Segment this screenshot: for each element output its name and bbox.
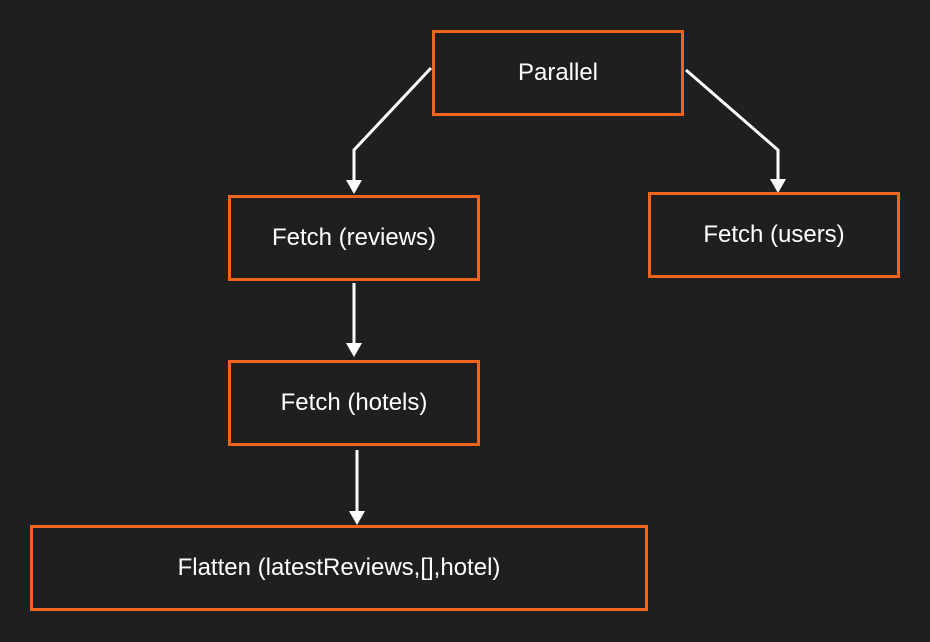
edge-parallel-to-fetch-users <box>685 68 780 180</box>
node-fetch-hotels: Fetch (hotels) <box>228 360 480 446</box>
node-parallel: Parallel <box>432 30 684 116</box>
arrowhead-fetch-hotels <box>346 343 362 357</box>
node-parallel-label: Parallel <box>517 59 599 86</box>
node-fetch-reviews-label: Fetch (reviews) <box>271 224 437 251</box>
node-fetch-users-label: Fetch (users) <box>703 221 845 248</box>
node-flatten: Flatten (latestReviews,[],hotel) <box>30 525 648 611</box>
arrowhead-fetch-users <box>770 179 786 193</box>
node-fetch-users: Fetch (users) <box>648 192 900 278</box>
node-fetch-hotels-label: Fetch (hotels) <box>280 389 428 416</box>
edge-parallel-to-fetch-reviews <box>352 66 433 181</box>
arrowhead-fetch-reviews <box>346 180 362 194</box>
node-fetch-reviews: Fetch (reviews) <box>228 195 480 281</box>
arrowhead-flatten <box>349 511 365 525</box>
node-flatten-label: Flatten (latestReviews,[],hotel) <box>177 554 501 581</box>
